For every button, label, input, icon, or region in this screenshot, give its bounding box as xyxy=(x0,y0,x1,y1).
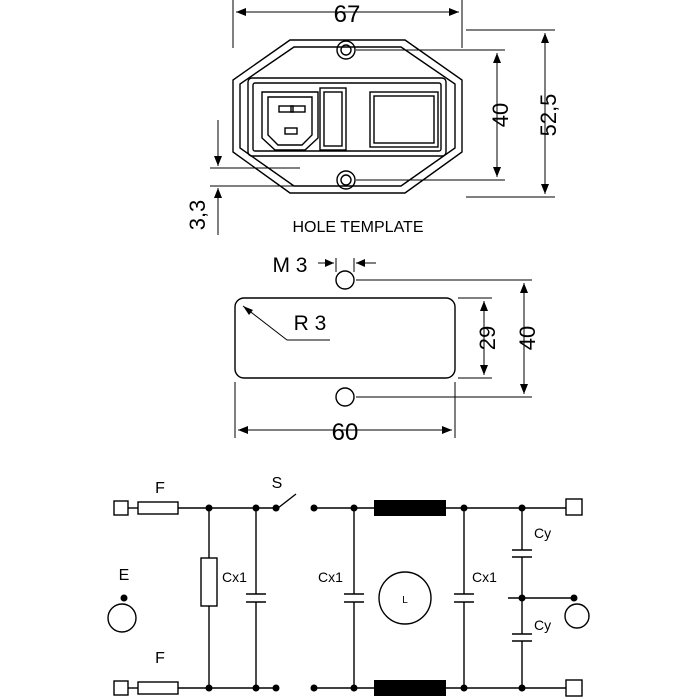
dim-template-60: 60 xyxy=(332,419,359,446)
label-cap-x1-c: Cx1 xyxy=(472,569,497,585)
dim-m3: M 3 xyxy=(272,254,307,277)
terminal-top-right xyxy=(565,498,583,516)
dim-offset-3-3: 3,3 xyxy=(185,200,210,231)
template-hole-top xyxy=(335,270,355,290)
label-fuse-bottom: F xyxy=(155,650,165,667)
iec-inlet xyxy=(261,91,319,151)
fuse-bottom xyxy=(137,681,179,695)
dim-template-40: 40 xyxy=(515,326,540,350)
label-switch: S xyxy=(272,475,283,492)
flange-outline xyxy=(232,39,463,194)
front-view: 67 xyxy=(185,0,561,235)
rocker-switch xyxy=(369,91,439,148)
fuse-drawer xyxy=(319,87,347,151)
label-cap-y-bottom: Cy xyxy=(534,617,551,633)
filter-schematic: F F S xyxy=(107,475,590,697)
label-load: L xyxy=(402,595,408,606)
dim-height-52-5: 52,5 xyxy=(536,94,561,137)
terminal-top-left xyxy=(113,500,129,516)
fuse-top xyxy=(137,501,179,515)
load-circle xyxy=(378,571,432,625)
dim-height-40: 40 xyxy=(488,103,513,127)
template-hole-bottom xyxy=(335,387,355,407)
terminal-bottom-right xyxy=(565,679,583,697)
switch-blade xyxy=(277,493,297,509)
choke-top xyxy=(374,500,446,516)
label-cap-y-top: Cy xyxy=(534,525,551,541)
label-earth: E xyxy=(119,567,130,584)
hole-template: M 3 R 3 29 40 60 xyxy=(234,254,540,446)
bleeder-resistor xyxy=(200,557,218,607)
dim-radius-r3: R 3 xyxy=(294,312,327,335)
dim-cutout-29: 29 xyxy=(475,326,500,350)
label-fuse-top: F xyxy=(155,480,165,497)
terminal-bottom-left xyxy=(113,680,129,696)
choke-bottom xyxy=(374,680,446,696)
earth-terminal-left xyxy=(107,603,137,633)
label-cap-x1-a: Cx1 xyxy=(222,569,247,585)
earth-terminal-right xyxy=(564,603,590,629)
template-cutout xyxy=(234,297,456,379)
label-cap-x1-b: Cx1 xyxy=(318,569,343,585)
hole-template-title: HOLE TEMPLATE xyxy=(293,219,424,236)
mount-hole-bottom xyxy=(336,170,356,190)
mount-hole-top xyxy=(336,40,356,60)
dim-width-67: 67 xyxy=(334,1,361,28)
